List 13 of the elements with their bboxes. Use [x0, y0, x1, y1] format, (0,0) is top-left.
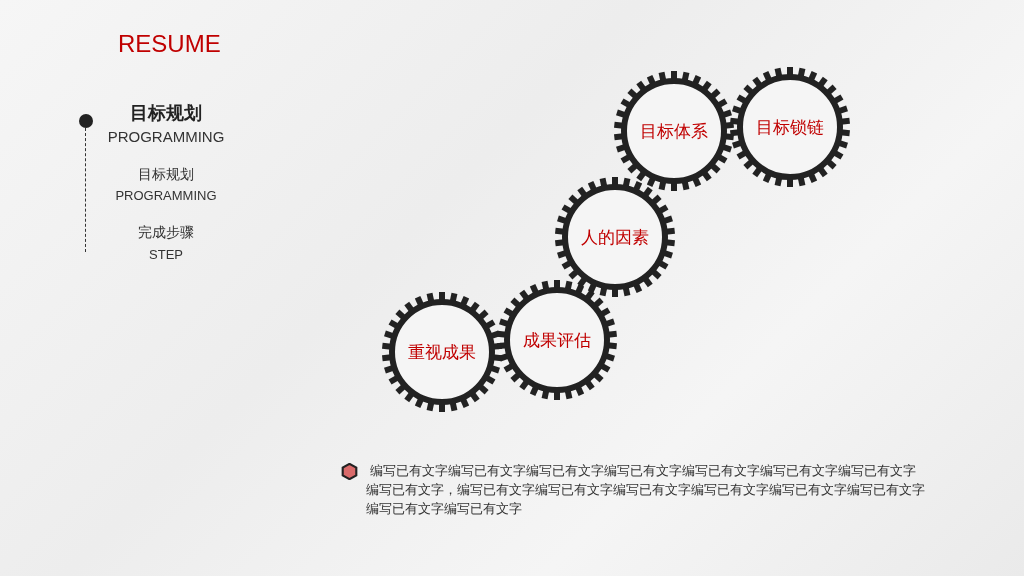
title: RESUME — [118, 30, 221, 58]
menu-subtitle: PROGRAMMING — [115, 188, 217, 204]
menu-item: 目标规划 — [138, 165, 194, 183]
menu-item: 目标规划 — [130, 102, 202, 124]
gear-label: 成果评估 — [523, 328, 591, 352]
gear-label: 目标锁链 — [756, 115, 824, 139]
menu-subtitle: STEP — [149, 246, 183, 263]
gear-label: 人的因素 — [581, 225, 649, 249]
gear-label: 重视成果 — [408, 340, 476, 364]
gear-label: 目标体系 — [640, 119, 708, 143]
menu-item: 完成步骤 — [138, 224, 194, 241]
body-text: 编写已有文字编写已有文字编写已有文字编写已有文字编写已有文字编写已有文字编写已有文字编写已有文字，编写已有文字编写已有文字编写已有文字编写已有文字编写已有文字编写已有文字编写已有文字编写已有文字 — [366, 462, 926, 518]
menu-subtitle: PROGRAMMING — [107, 127, 225, 146]
